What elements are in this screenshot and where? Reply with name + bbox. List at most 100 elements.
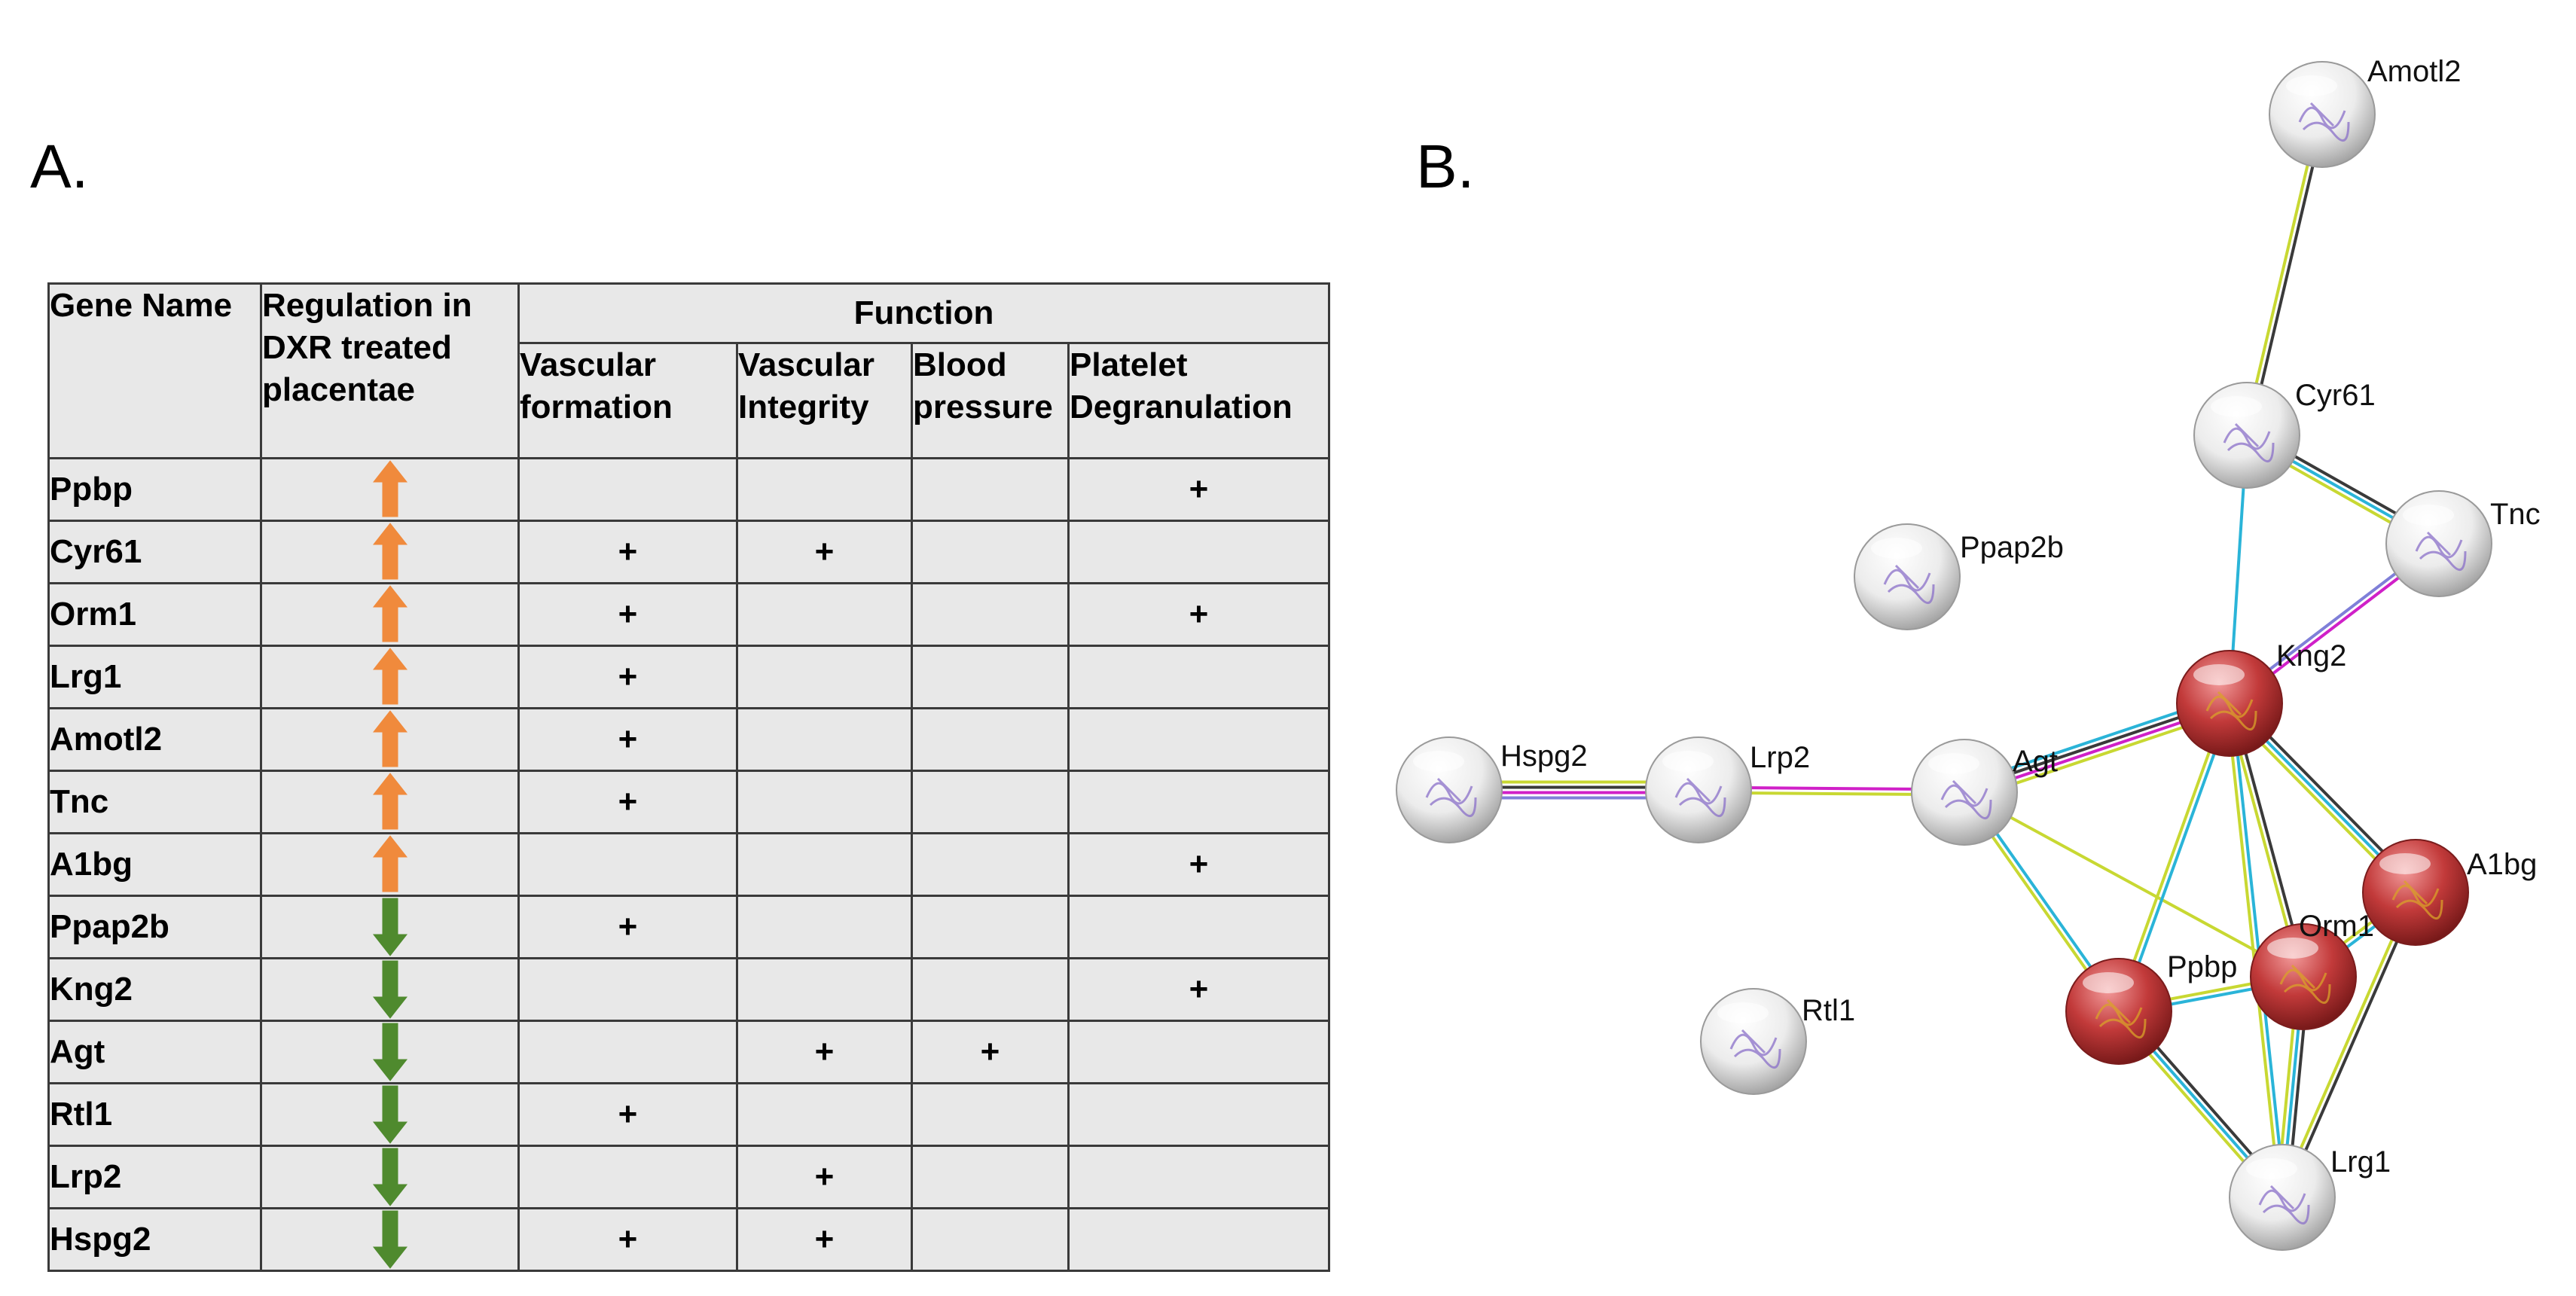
- protein-structure-icon: [2095, 999, 2147, 1039]
- function-mark-cell: [911, 957, 1070, 1022]
- function-mark-cell: [517, 1145, 738, 1209]
- gene-name-cell: Ppap2b: [47, 895, 262, 959]
- up-arrow-icon: [372, 648, 407, 705]
- up-arrow-icon: [372, 835, 407, 892]
- function-mark-cell: [736, 770, 913, 834]
- table-body: Ppbp+Cyr61++Orm1++Lrg1+Amotl2+Tnc+A1bg+P…: [47, 457, 1330, 1272]
- function-mark-cell: [736, 707, 913, 772]
- function-mark-cell: [736, 1082, 913, 1147]
- function-mark-cell: +: [1067, 582, 1330, 647]
- function-mark-cell: +: [517, 1082, 738, 1147]
- function-mark-cell: +: [517, 582, 738, 647]
- function-mark-cell: [517, 832, 738, 897]
- node-highlight: [2083, 972, 2134, 993]
- function-mark-cell: +: [517, 520, 738, 584]
- node-cyr61: Cyr61: [2193, 379, 2376, 489]
- header-gene-name: Gene Name: [47, 282, 262, 459]
- node-a1bg: A1bg: [2362, 839, 2537, 946]
- function-mark-cell: [1067, 770, 1330, 834]
- gene-name-cell: Ppbp: [47, 457, 262, 522]
- node-highlight: [2246, 1158, 2297, 1179]
- regulation-cell: [260, 582, 520, 647]
- node-highlight: [1413, 751, 1464, 772]
- table-row: Cyr61++: [47, 520, 1330, 584]
- function-mark-cell: [1067, 520, 1330, 584]
- node-label: Kng2: [2276, 639, 2346, 672]
- function-mark-cell: +: [517, 895, 738, 959]
- header-vascular-integrity: Vascular Integrity: [736, 342, 913, 459]
- table-row: Kng2+: [47, 957, 1330, 1022]
- node-highlight: [2267, 938, 2318, 959]
- edge-Amotl2-Cyr61: [2248, 114, 2327, 437]
- regulation-cell: [260, 832, 520, 897]
- protein-structure-icon: [2391, 880, 2443, 920]
- edge-Amotl2-Cyr61: [2242, 113, 2321, 435]
- node-label: Agt: [2013, 745, 2058, 778]
- function-mark-cell: [1067, 645, 1330, 709]
- function-mark-cell: +: [517, 1207, 738, 1272]
- regulation-cell: [260, 645, 520, 709]
- edge-Kng2-Ppbp: [2114, 702, 2229, 1011]
- function-mark-cell: [911, 770, 1070, 834]
- regulation-cell: [260, 957, 520, 1022]
- node-amotl2: Amotl2: [2269, 55, 2462, 168]
- protein-structure-icon: [1425, 777, 1477, 818]
- regulation-cell: [260, 1082, 520, 1147]
- header-platelet-degranulation: Platelet Degranulation: [1067, 342, 1330, 459]
- node-label: Orm1: [2299, 910, 2374, 943]
- gene-name-cell: Lrp2: [47, 1145, 262, 1209]
- panel-b-label: B.: [1416, 133, 1475, 201]
- node-label: Tnc: [2490, 498, 2541, 531]
- node-label: Amotl2: [2367, 55, 2462, 88]
- protein-structure-icon: [1729, 1029, 1781, 1069]
- protein-structure-icon: [2205, 691, 2257, 731]
- header-regulation: Regulation in DXR treated placentae: [260, 282, 520, 459]
- up-arrow-icon: [372, 773, 407, 830]
- function-mark-cell: [736, 457, 913, 522]
- node-highlight: [1928, 753, 1979, 774]
- function-mark-cell: [736, 582, 913, 647]
- node-label: A1bg: [2467, 848, 2537, 881]
- down-arrow-icon: [372, 1148, 407, 1206]
- edge-Agt-Orm1: [1964, 791, 2304, 978]
- node-label: Lrp2: [1750, 741, 1810, 774]
- table-row: Ppap2b +: [47, 895, 1330, 959]
- panel-a-label: A.: [30, 133, 89, 201]
- node-highlight: [2379, 853, 2431, 874]
- table-row: Lrg1+: [47, 645, 1330, 709]
- up-arrow-icon: [372, 585, 407, 642]
- up-arrow-icon: [372, 710, 407, 767]
- function-mark-cell: [911, 582, 1070, 647]
- node-kng2: Kng2: [2176, 639, 2346, 757]
- function-mark-cell: [1067, 1020, 1330, 1084]
- function-mark-cell: [517, 1020, 738, 1084]
- function-mark-cell: [736, 832, 913, 897]
- function-mark-cell: +: [517, 707, 738, 772]
- node-tnc: Tnc: [2385, 490, 2541, 597]
- protein-structure-icon: [2298, 102, 2350, 142]
- table-row: Ppbp +: [47, 457, 1330, 522]
- protein-structure-icon: [2223, 422, 2275, 463]
- function-mark-cell: [911, 1082, 1070, 1147]
- regulation-cell: [260, 520, 520, 584]
- node-label: Rtl1: [1802, 994, 1855, 1027]
- node-orm1: Orm1: [2250, 910, 2374, 1030]
- protein-structure-icon: [2258, 1185, 2310, 1225]
- protein-structure-icon: [1674, 777, 1726, 818]
- function-mark-cell: [1067, 1145, 1330, 1209]
- gene-name-cell: Agt: [47, 1020, 262, 1084]
- gene-name-cell: Tnc: [47, 770, 262, 834]
- gene-name-cell: Amotl2: [47, 707, 262, 772]
- function-mark-cell: [517, 457, 738, 522]
- function-mark-cell: [736, 957, 913, 1022]
- table-row: Agt++: [47, 1020, 1330, 1084]
- function-mark-cell: [911, 1207, 1070, 1272]
- function-mark-cell: [1067, 707, 1330, 772]
- gene-name-cell: Cyr61: [47, 520, 262, 584]
- function-mark-cell: +: [1067, 457, 1330, 522]
- down-arrow-icon: [372, 960, 407, 1019]
- header-vascular-formation: Vascular formation: [517, 342, 738, 459]
- node-ppap2b: Ppap2b: [1854, 523, 2064, 630]
- node-ppbp: Ppbp: [2065, 950, 2237, 1065]
